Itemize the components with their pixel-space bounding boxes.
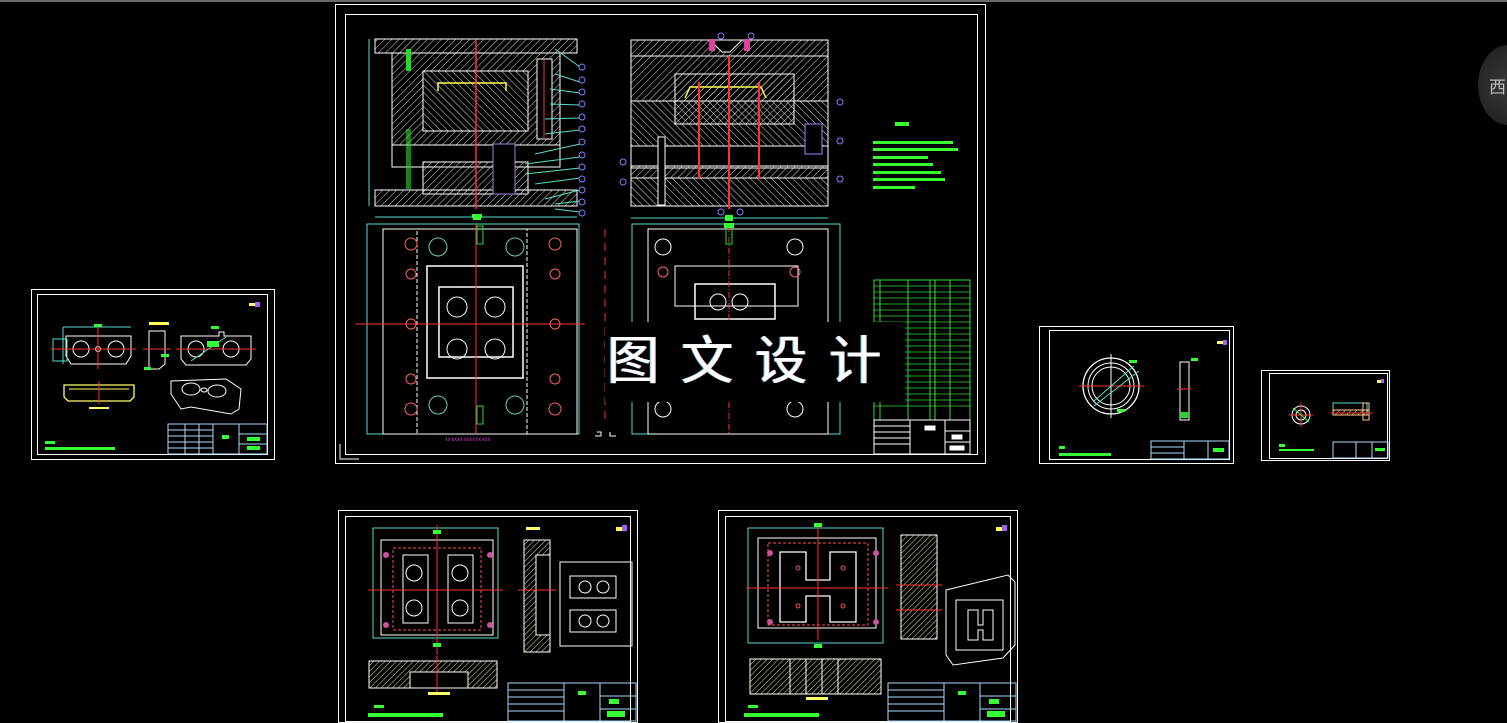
part-core-drawing — [718, 510, 1018, 723]
right-section-view — [630, 39, 829, 221]
sheet-part-cavity[interactable] — [338, 510, 638, 723]
assembly-drawing: XX-XXXX-XXX-XXX-XXX — [335, 4, 986, 464]
left-plan-view: XX-XXXX-XXX-XXX-XXX — [355, 214, 585, 442]
right-balloon-circles — [619, 32, 844, 216]
sheet-part-ring[interactable] — [1039, 326, 1234, 464]
sheet-part-sprue[interactable] — [1261, 370, 1390, 461]
section-view — [63, 381, 135, 409]
title-block — [167, 423, 268, 455]
sheet-part-insert[interactable] — [31, 289, 275, 460]
svg-text:XX-XXXX-XXX-XXX-XXX: XX-XXXX-XXX-XXX-XXX — [445, 437, 491, 442]
left-section-view — [368, 38, 578, 220]
left-balloon-circles — [578, 63, 586, 217]
isometric-view — [170, 378, 242, 415]
side-view — [143, 322, 171, 370]
technical-notes — [873, 122, 958, 189]
front-view — [51, 324, 136, 369]
part-insert-drawing — [31, 289, 275, 460]
viewcube-west-label[interactable]: 西 — [1489, 78, 1506, 98]
window-top-border — [0, 0, 1507, 2]
title-block — [873, 419, 971, 455]
sheet-part-core[interactable] — [718, 510, 1018, 723]
part-cavity-drawing — [338, 510, 638, 723]
sheet-assembly[interactable]: XX-XXXX-XXX-XXX-XXX — [335, 4, 986, 464]
part-ring-drawing — [1039, 326, 1234, 464]
left-balloons — [524, 48, 581, 213]
part-sprue-drawing — [1261, 370, 1390, 461]
watermark-text: 图文设计 — [605, 322, 905, 402]
top-view — [176, 326, 256, 366]
